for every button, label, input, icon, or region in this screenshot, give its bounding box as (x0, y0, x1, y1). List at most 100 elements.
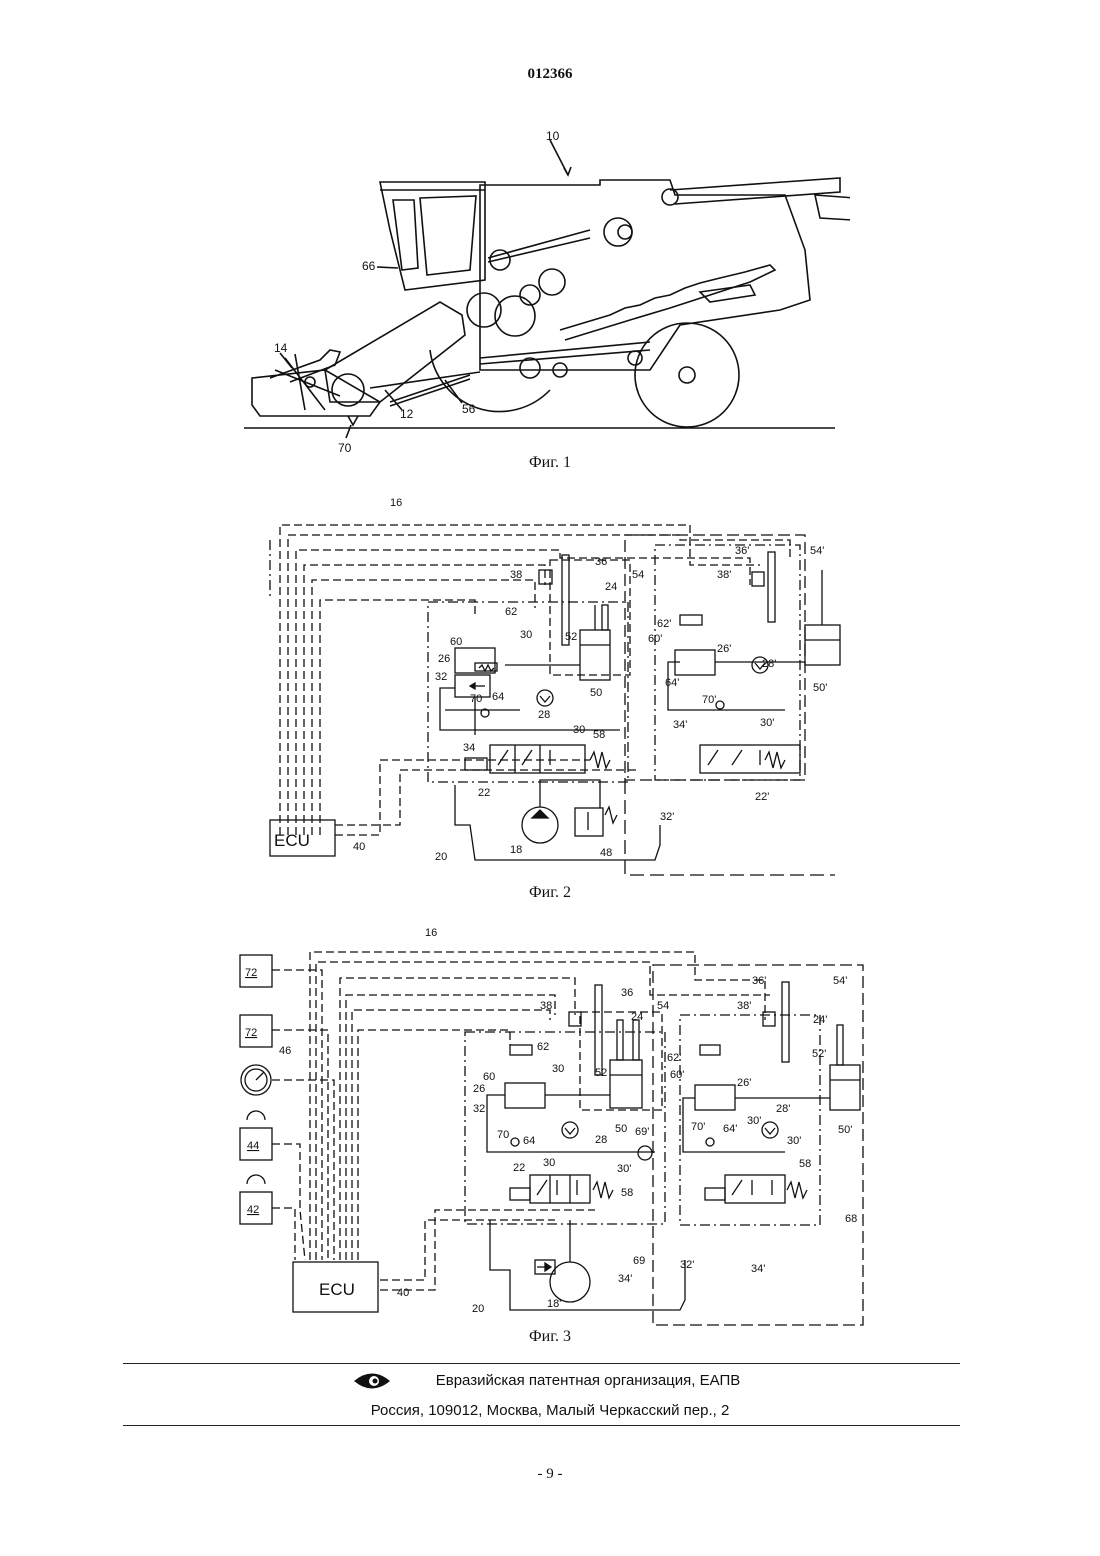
fig2-label: 62 (505, 606, 517, 618)
fig2-label: 36 (595, 556, 607, 568)
fig1-label: 14 (274, 341, 288, 355)
fig2-label: 30 (573, 724, 585, 736)
fig3-label: 46 (279, 1045, 291, 1057)
fig2-label: 28' (762, 658, 776, 670)
fig3-label: 20 (472, 1303, 484, 1315)
footer-top-rule (123, 1363, 960, 1364)
footer-organization: Евразийская патентная организация, ЕАПВ (38, 1372, 1100, 1389)
fig3-label: 24 (631, 1011, 643, 1023)
fig3-label: 26' (737, 1077, 751, 1089)
fig2-label: 64' (665, 677, 679, 689)
fig2-label: 34 (463, 742, 475, 754)
fig3-label: 70' (691, 1121, 705, 1133)
fig3-label: 18' (547, 1298, 561, 1310)
fig3-label: 62' (667, 1052, 681, 1064)
fig2-label: 30' (760, 717, 774, 729)
fig3-label: 44 (247, 1140, 259, 1152)
fig3-label: 62 (537, 1041, 549, 1053)
fig2-label: 70 (470, 693, 482, 705)
figure-1-harvester-drawing: 10 66 14 12 56 70 (230, 120, 850, 460)
document-number: 012366 (0, 66, 1100, 83)
fig2-label: 60 (450, 636, 462, 648)
fig3-label: 40 (397, 1287, 409, 1299)
fig2-ecu-label: ECU (274, 831, 310, 850)
figure-2-caption: Фиг. 2 (450, 884, 650, 902)
fig3-label: 50 (615, 1123, 627, 1135)
fig3-label: 32 (473, 1103, 485, 1115)
fig2-label: 34' (673, 719, 687, 731)
fig3-label: 52 (595, 1067, 607, 1079)
fig1-label: 10 (546, 129, 560, 143)
fig2-label: 22 (478, 787, 490, 799)
fig3-label: 24' (813, 1014, 827, 1026)
fig2-label: 26' (717, 643, 731, 655)
fig3-label: 58 (621, 1187, 633, 1199)
fig3-label: 30' (787, 1135, 801, 1147)
fig3-label: 60 (483, 1071, 495, 1083)
fig3-ecu-label: ECU (319, 1280, 355, 1299)
footer-bottom-rule (123, 1425, 960, 1426)
fig3-label: 70 (497, 1129, 509, 1141)
fig2-label: 54 (632, 569, 644, 581)
fig2-label: 16 (390, 497, 402, 509)
fig3-label: 30 (543, 1157, 555, 1169)
fig3-label: 38' (737, 1000, 751, 1012)
fig3-label: 28 (595, 1134, 607, 1146)
fig2-label: 28 (538, 709, 550, 721)
fig2-label: 62' (657, 618, 671, 630)
fig2-label: 36' (735, 545, 749, 557)
fig2-label: 26 (438, 653, 450, 665)
fig3-label: 50' (838, 1124, 852, 1136)
fig2-label: 54' (810, 545, 824, 557)
fig3-label: 58 (799, 1158, 811, 1170)
fig3-label: 42 (247, 1204, 259, 1216)
fig2-label: 38 (510, 569, 522, 581)
fig2-label: 32' (660, 811, 674, 823)
fig2-label: 18 (510, 844, 522, 856)
page-number: - 9 - (0, 1466, 1100, 1483)
fig3-label: 68 (845, 1213, 857, 1225)
fig2-label: 48 (600, 847, 612, 859)
fig3-label: 30 (552, 1063, 564, 1075)
fig3-label: 34' (618, 1273, 632, 1285)
fig3-label: 26 (473, 1083, 485, 1095)
fig2-label: 70' (702, 694, 716, 706)
fig2-label: 58 (593, 729, 605, 741)
fig3-label: 52' (812, 1048, 826, 1060)
figure-2-hydraulic-schematic: 16 36 38 54 24 62 60 30 26 52 32 70 64 2… (260, 490, 845, 885)
fig3-label: 54 (657, 1000, 669, 1012)
fig3-label: 34' (751, 1263, 765, 1275)
fig3-label: 22 (513, 1162, 525, 1174)
fig3-label: 30' (617, 1163, 631, 1175)
fig1-label: 66 (362, 259, 376, 273)
fig2-label: 40 (353, 841, 365, 853)
fig2-label: 60' (648, 633, 662, 645)
fig3-label: 16 (425, 927, 437, 939)
fig3-label: 36' (752, 975, 766, 987)
fig2-label: 30 (520, 629, 532, 641)
figure-3-caption: Фиг. 3 (450, 1328, 650, 1346)
fig2-label: 32 (435, 671, 447, 683)
fig3-label: 64 (523, 1135, 535, 1147)
fig3-label: 36 (621, 987, 633, 999)
fig3-label: 72 (245, 967, 257, 979)
fig2-label: 50 (590, 687, 602, 699)
fig2-label: 22' (755, 791, 769, 803)
fig3-label: 28' (776, 1103, 790, 1115)
fig2-label: 52 (565, 631, 577, 643)
fig3-label: 38 (540, 1000, 552, 1012)
fig2-label: 64 (492, 691, 504, 703)
fig3-label: 69' (635, 1126, 649, 1138)
fig2-label: 20 (435, 851, 447, 863)
fig1-label: 12 (400, 407, 414, 421)
fig3-label: 72 (245, 1027, 257, 1039)
fig3-label: 64' (723, 1123, 737, 1135)
fig3-label: 54' (833, 975, 847, 987)
fig3-label: 30' (747, 1115, 761, 1127)
figure-3-hydraulic-schematic: 16 72 72 46 44 42 36 38 54 24 62 60 30 2… (225, 920, 870, 1330)
fig3-label: 69 (633, 1255, 645, 1267)
fig3-label: 32' (680, 1259, 694, 1271)
footer-address: Россия, 109012, Москва, Малый Черкасский… (0, 1402, 1100, 1419)
fig2-label: 50' (813, 682, 827, 694)
fig2-label: 24 (605, 581, 617, 593)
